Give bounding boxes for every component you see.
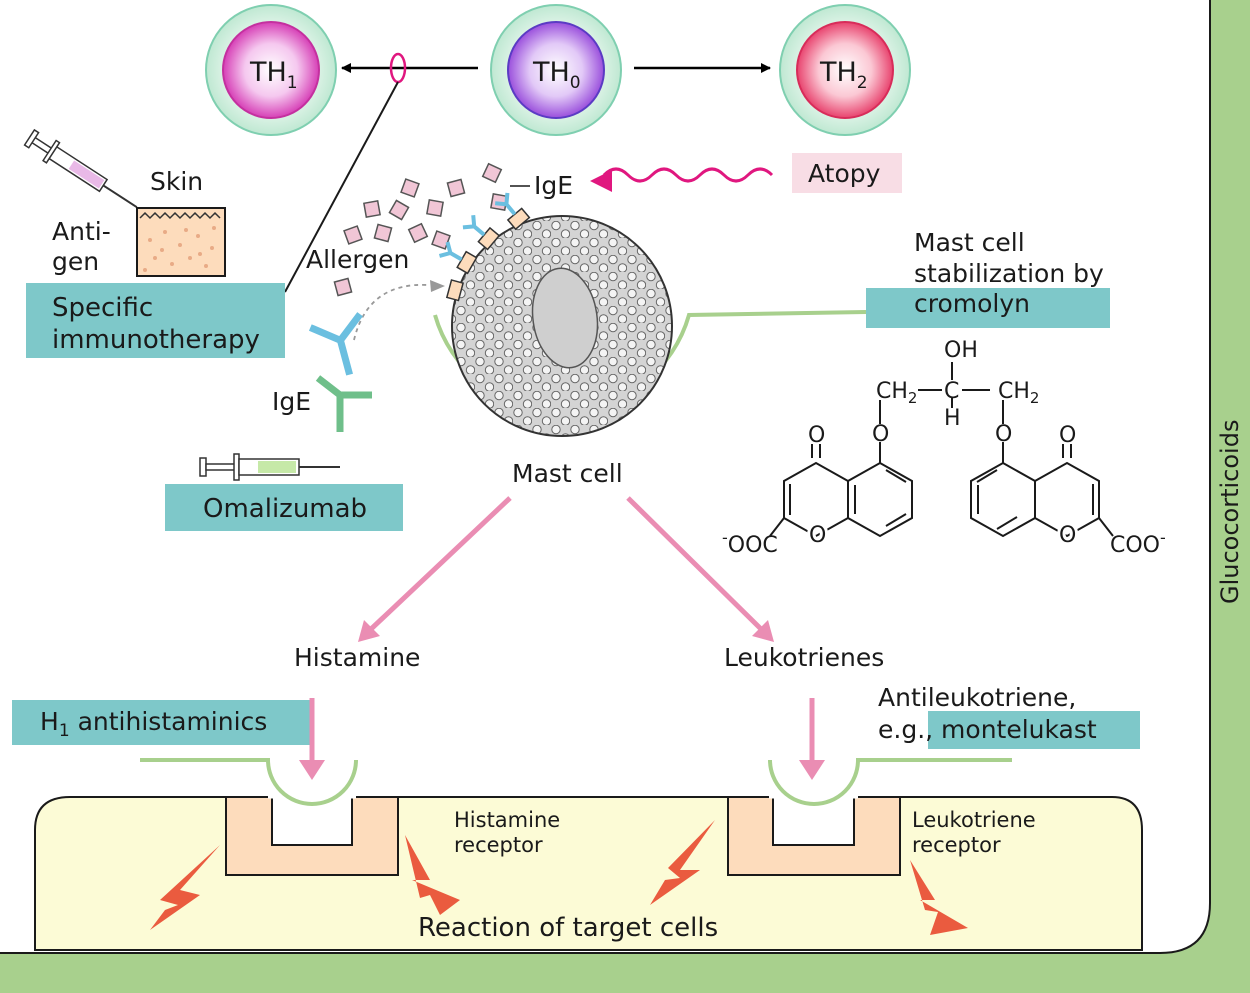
mast-cell-label: Mast cell: [512, 459, 623, 488]
svg-text:C: C: [944, 379, 959, 404]
cromolyn-label-2: stabilization by: [914, 259, 1104, 288]
ige-antibody-icon: [308, 312, 372, 432]
leukotriene-receptor: [727, 795, 901, 876]
svg-text:TH0: TH0: [532, 57, 581, 93]
leukotriene-receptor-label-2: receptor: [912, 833, 1001, 857]
arrow-to-histamine: [368, 496, 512, 632]
svg-text:O: O: [995, 422, 1012, 447]
h1-blocker-line: [140, 758, 358, 806]
arrow-to-leukotrienes: [626, 496, 764, 632]
atopy-box: [792, 153, 902, 193]
atopy-wave: [602, 167, 774, 183]
leukotrienes-label: Leukotrienes: [724, 643, 884, 672]
skin-label: Skin: [150, 167, 203, 196]
svg-text:COO-: COO-: [1110, 528, 1166, 558]
histamine-label: Histamine: [294, 643, 420, 672]
cromolyn-structure: [769, 362, 1114, 538]
svg-text:-OOC: -OOC: [722, 528, 778, 558]
svg-text:H: H: [944, 406, 961, 431]
specific-immunotherapy-label-2: immunotherapy: [52, 325, 260, 355]
svg-text:CH2: CH2: [876, 379, 917, 407]
th1-cell: TH1: [205, 4, 337, 136]
antileukotriene-label-2: e.g., montelukast: [878, 715, 1097, 744]
omalizumab-box: [165, 484, 403, 531]
lightning-icon-2: [405, 835, 460, 915]
cromolyn-label-1: Mast cell: [914, 228, 1025, 257]
histamine-receptor-label-1: Histamine: [454, 808, 560, 832]
h1-antihistaminics-label: H1 antihistaminics: [40, 707, 267, 741]
histamine-receptor-label-2: receptor: [454, 833, 543, 857]
th0-cell: TH0: [490, 4, 622, 136]
h1-antihistaminics-box: [12, 700, 310, 745]
reaction-label: Reaction of target cells: [418, 913, 718, 943]
svg-text:O: O: [809, 523, 826, 548]
leukotriene-receptor-label-1: Leukotriene: [912, 808, 1036, 832]
lightning-icons: [150, 820, 968, 935]
immunotherapy-connector: [284, 81, 399, 293]
cromolyn-box: [866, 288, 1110, 328]
omalizumab-label: Omalizumab: [203, 494, 367, 524]
svg-text:OH: OH: [944, 338, 978, 363]
allergen-particles: [333, 162, 508, 297]
svg-text:TH1: TH1: [249, 57, 298, 93]
antileukotriene-blocker-line: [768, 758, 1012, 806]
svg-text:O: O: [1059, 423, 1076, 448]
specific-immunotherapy-box: [26, 283, 285, 358]
lightning-icon-3: [650, 820, 715, 905]
cromolyn-label-3: cromolyn: [914, 289, 1030, 318]
cromolyn-atom-labels: OH CH2 C CH2 H O O O O O O -OOC COO-: [722, 338, 1166, 558]
ige-receptors: [438, 192, 531, 302]
svg-text:O: O: [872, 422, 889, 447]
skin-sample: [136, 207, 226, 277]
antileukotriene-label-1: Antileukotriene,: [878, 683, 1076, 712]
mast-cell: [451, 215, 673, 437]
svg-text:TH2: TH2: [819, 57, 868, 93]
atopy-label: Atopy: [808, 159, 881, 188]
mast-cell-nucleus: [531, 267, 599, 369]
allergen-label: Allergen: [306, 245, 409, 274]
syringe-icon: [23, 128, 138, 209]
specific-immunotherapy-label-1: Specific: [52, 293, 153, 323]
ige-top-label: IgE: [534, 171, 573, 200]
omalizumab-syringe-icon: [199, 453, 340, 481]
svg-text:O: O: [1059, 523, 1076, 548]
th2-cell: TH2: [779, 4, 911, 136]
svg-text:O: O: [808, 423, 825, 448]
lightning-icon-1: [150, 845, 220, 930]
montelukast-box: [928, 711, 1140, 749]
glucocorticoids-label: Glucocorticoids: [1216, 420, 1244, 604]
ige-left-label: IgE: [272, 387, 311, 416]
histamine-receptor: [225, 795, 399, 876]
antigen-label-2: gen: [52, 247, 99, 276]
omalizumab-path: [353, 284, 429, 341]
antigen-label-1: Anti-: [52, 217, 111, 246]
lightning-icon-4: [910, 860, 968, 935]
svg-text:CH2: CH2: [998, 379, 1039, 407]
